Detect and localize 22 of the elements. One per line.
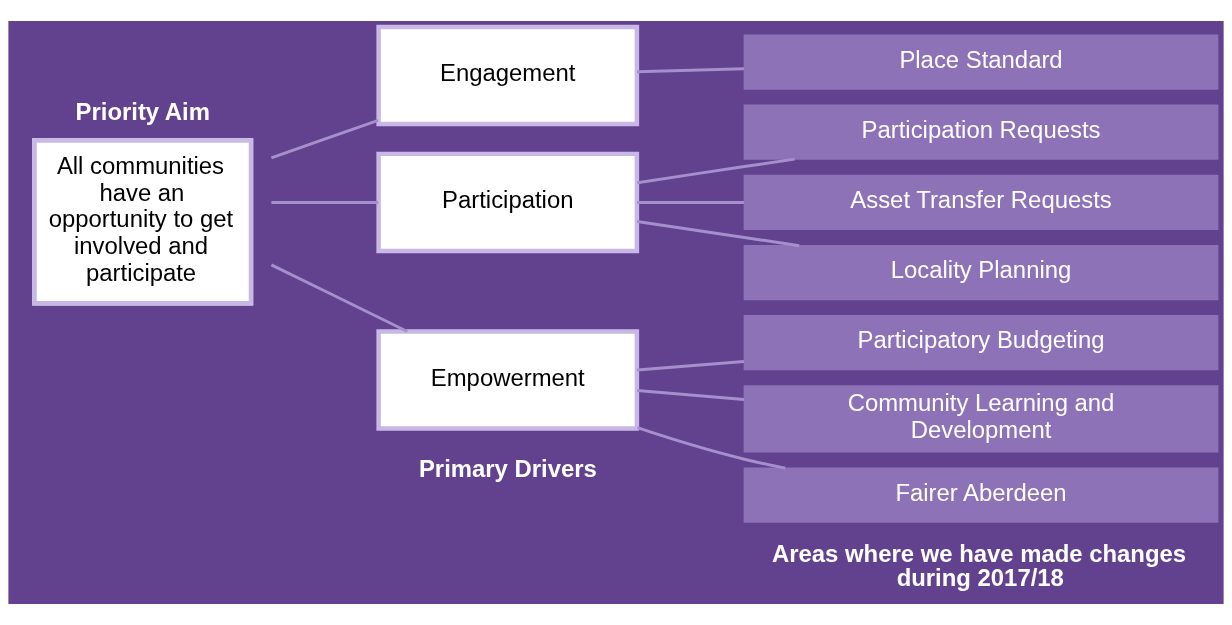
node-box: Community Learning and Development [743,385,1219,453]
connector [637,200,744,204]
node-box: Participation Requests [743,104,1219,160]
connector [637,157,795,185]
connector [637,389,745,401]
node-box: Place Standard [743,34,1219,90]
node-label: Priority Aim [75,97,210,125]
node-box: Empowerment [376,329,640,431]
connector [636,220,800,248]
node-box: Participatory Budgeting [743,315,1219,371]
connector [270,118,379,160]
connector [271,200,379,204]
label: Areas where we have made changes during 2017/18 [772,539,1187,591]
connector [270,263,408,333]
connector [637,67,744,74]
node-box: Engagement [376,24,640,127]
node-box: Participation [376,151,640,254]
node-box: Asset Transfer Requests [743,174,1219,230]
node-box: Locality Planning [743,244,1219,301]
connector [637,359,745,372]
label: Primary Drivers [418,454,597,482]
node-box: Fairer Aberdeen [743,467,1219,523]
